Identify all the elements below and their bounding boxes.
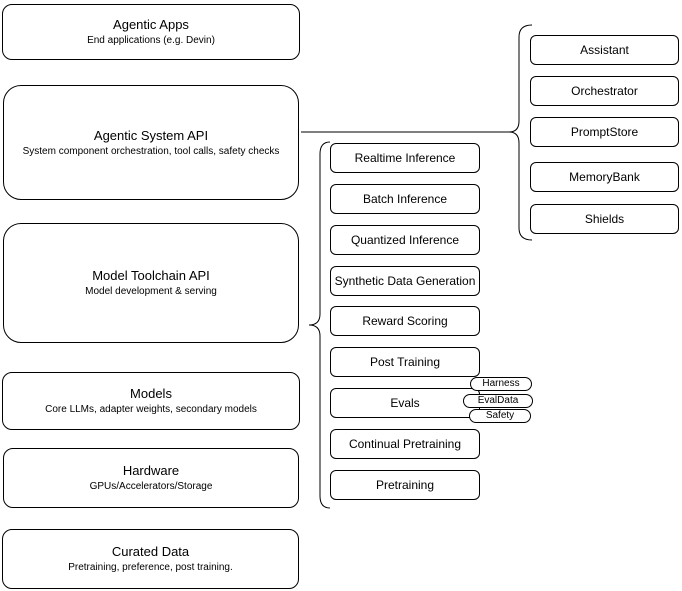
- box-curated-data: Curated Data Pretraining, preference, po…: [2, 529, 299, 589]
- box-subtitle: Pretraining, preference, post training.: [68, 562, 233, 573]
- box-model-toolchain-api: Model Toolchain API Model development & …: [3, 223, 299, 343]
- box-quantized-inference: Quantized Inference: [330, 225, 480, 255]
- box-title: Agentic System API: [93, 127, 209, 143]
- box-synthetic-data-generation: Synthetic Data Generation: [330, 266, 480, 296]
- box-orchestrator: Orchestrator: [530, 76, 679, 106]
- box-subtitle: Core LLMs, adapter weights, secondary mo…: [45, 404, 257, 415]
- box-reward-scoring: Reward Scoring: [330, 306, 480, 336]
- box-models: Models Core LLMs, adapter weights, secon…: [2, 372, 300, 430]
- box-title: Hardware: [122, 463, 180, 478]
- box-title: Curated Data: [111, 544, 190, 559]
- box-assistant: Assistant: [530, 35, 679, 65]
- toolchain-brace: [308, 141, 331, 509]
- box-continual-pretraining: Continual Pretraining: [330, 429, 480, 459]
- box-shields: Shields: [530, 204, 679, 234]
- box-memorybank: MemoryBank: [530, 162, 679, 192]
- box-agentic-apps: Agentic Apps End applications (e.g. Devi…: [2, 4, 300, 60]
- box-title: Model Toolchain API: [92, 268, 210, 283]
- pill-safety: Safety: [469, 409, 531, 423]
- box-promptstore: PromptStore: [530, 117, 679, 147]
- pill-harness: Harness: [470, 377, 532, 391]
- box-subtitle: System component orchestration, tool cal…: [22, 145, 280, 157]
- box-title: Models: [130, 386, 172, 401]
- box-post-training: Post Training: [330, 347, 480, 377]
- box-evals: Evals: [330, 388, 480, 418]
- system-components-brace: [508, 24, 533, 241]
- box-hardware: Hardware GPUs/Accelerators/Storage: [3, 448, 299, 508]
- pill-evaldata: EvalData: [463, 394, 533, 408]
- box-subtitle: End applications (e.g. Devin): [87, 35, 215, 46]
- box-subtitle: Model development & serving: [85, 286, 217, 297]
- box-realtime-inference: Realtime Inference: [330, 143, 480, 173]
- box-subtitle: GPUs/Accelerators/Storage: [89, 481, 213, 492]
- box-pretraining: Pretraining: [330, 470, 480, 500]
- box-title: Agentic Apps: [113, 17, 189, 32]
- box-agentic-system-api: Agentic System API System component orch…: [3, 85, 299, 200]
- box-batch-inference: Batch Inference: [330, 184, 480, 214]
